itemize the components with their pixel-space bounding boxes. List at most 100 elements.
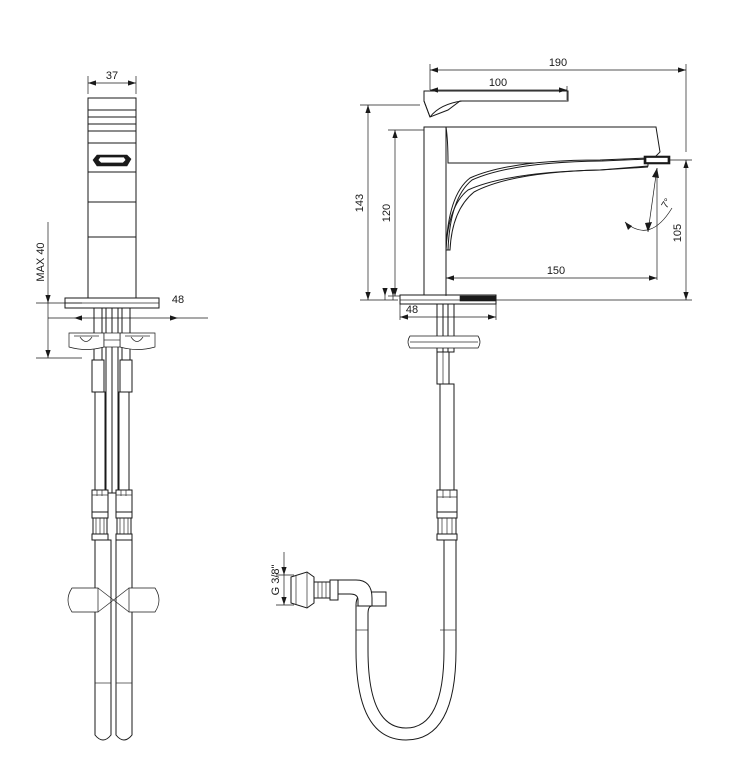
front-cross-clamp [67,587,160,613]
front-mount-bracket-right [119,332,156,350]
side-spout-upper-shell [424,126,661,164]
dimg38-arrow-top [281,567,287,575]
dimmax-arrow-top [45,295,51,303]
dim37-arrow-right [128,80,136,86]
dim37-arrow-left [88,80,96,86]
side-lever-underside [430,101,568,117]
dim-label-100: 100 [489,77,507,89]
dim-label-max40: MAX 40 [35,242,47,281]
side-body-outline [423,126,447,296]
front-clamp-x2 [97,587,130,613]
dim-label-48-front: 48 [172,294,184,306]
dim105-arrow-bottom [683,292,689,300]
dim48s-tick-arrow-b [390,288,396,296]
dim150-arrow-left [446,275,454,281]
front-tailpipe-right-upper [118,391,130,491]
front-clamp-right [128,587,160,613]
front-ferrule-right-collar [115,511,133,519]
dim-label-190: 190 [549,57,567,69]
front-hose-right [111,307,119,494]
side-nipple-collar [329,579,339,601]
dim48f-arrow-right [170,315,178,321]
dim143-arrow-top [365,105,371,113]
side-aerator-inner [645,157,669,163]
side-clamp-washer [407,335,481,349]
side-hose-elbow [337,579,373,607]
dim-side-100: 100 [429,77,568,100]
front-tailpipe-assembly [67,391,160,741]
dim-label-150: 150 [547,265,565,277]
dim7-arrow-down [645,222,652,232]
dim-label-48-side: 48 [406,304,418,316]
dim-side-120: 120 [381,129,424,297]
dim190-arrow-left [430,67,438,73]
side-ferrule-body [436,489,458,513]
dim-side-48: 48 [382,288,497,320]
dim-front-48: 48 [48,294,208,321]
front-hose-lower-right [115,539,133,741]
side-nut-hex [290,571,315,609]
front-ferrule-left-body [91,489,109,513]
side-lever-handle [423,90,569,118]
dim-side-thread-g38: G 3/8" [270,552,294,606]
dim100-arrow-right [559,87,567,93]
dim-front-body-width: 37 [87,70,137,94]
side-body-column [423,126,447,296]
side-base-gasket [459,295,497,302]
front-ferrule-left-collar [91,511,109,519]
side-view-group: 190 100 143 [270,57,692,741]
side-spout-top-curve [448,159,648,250]
side-base-plate-group [399,294,497,305]
front-ferrule-left-base [91,533,109,541]
dim-label-120: 120 [381,204,393,222]
front-connector-left [91,359,105,393]
front-ferrule-right-base [115,533,133,541]
dim48s-arrow-left [400,314,408,320]
dim7-arc-arrow [625,222,632,230]
front-ferrule-right-body [115,489,133,513]
front-ferrule-right [115,489,133,541]
dim-side-angle-7: 7° [624,167,674,233]
side-lever-taper [424,101,430,117]
dim48s-arrow-right [488,314,496,320]
side-hose-upper [439,383,455,491]
dim7-arrow-up [652,168,659,178]
dim-label-g38: G 3/8" [270,565,282,596]
dim-label-37: 37 [106,70,118,82]
dim190-arrow-right [678,67,686,73]
side-lever-outline [423,90,569,118]
front-body-outline [87,97,137,299]
front-supply-assembly [68,307,156,494]
dim48f-arrow-left [74,315,82,321]
dim100-arrow-left [430,87,438,93]
dim48s-tick-arrow-a [382,288,388,296]
front-connector-right [119,359,133,393]
dim-label-143: 143 [354,194,366,212]
dim105-arrow-top [683,160,689,168]
dim150-arrow-right [649,275,657,281]
side-spout-body [424,126,661,251]
front-view-body [87,97,137,299]
front-bracket-left-arc [79,336,93,342]
side-inlet-nut [290,571,373,609]
side-spout-sweep [445,157,649,251]
dim-side-143: 143 [354,104,420,301]
dim7-angle-leg [647,167,658,233]
dim143-arrow-bottom [365,292,371,300]
front-ferrule-left [91,489,109,541]
front-hose-lower-left [94,539,112,741]
dim-side-190: 190 [429,57,687,152]
dim-front-max-thickness: MAX 40 [35,222,82,359]
side-hose-u-bend [355,539,457,741]
front-lever-inner [97,156,127,164]
side-hose-ferrule [436,489,458,541]
side-hose-assembly [290,383,458,741]
front-mount-bracket-left [68,332,105,350]
dim-side-105: 105 [496,159,692,301]
side-spout-bottom-curve [446,167,648,250]
side-aerator [643,155,671,165]
front-view-group: 37 MAX 40 48 [35,70,208,741]
dim-side-150: 150 [445,168,658,296]
front-clamp-left [67,587,99,613]
